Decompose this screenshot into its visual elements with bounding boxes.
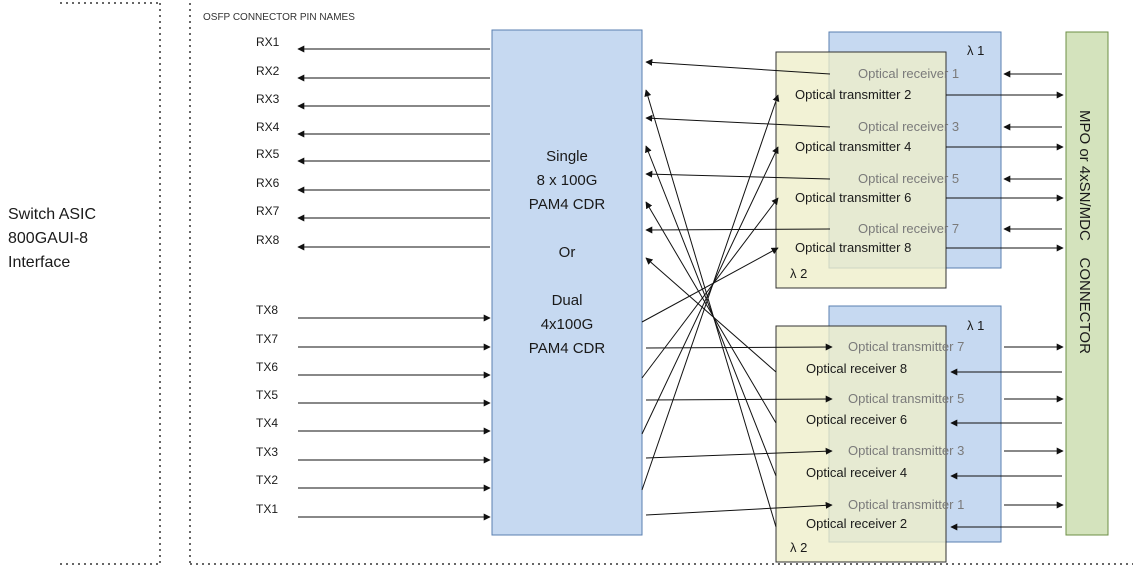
- cdr-box: [491, 29, 643, 536]
- upper-back-lambda: λ 1: [967, 43, 984, 58]
- cdr-text-line: PAM4 CDR: [529, 340, 606, 357]
- cdr-text-line: 4x100G: [541, 316, 594, 333]
- rx-pin-label: RX1: [256, 35, 280, 49]
- connector-box: [1065, 31, 1109, 536]
- lower-back-lambda: λ 1: [967, 318, 984, 333]
- cdr-rx-link: [645, 226, 831, 234]
- upper-receiver-label: Optical receiver 1: [858, 66, 959, 81]
- lower-transmitter-label: Optical transmitter 3: [848, 443, 964, 458]
- cdr-text-line: 8 x 100G: [537, 172, 598, 189]
- cdr-text-line: Single: [546, 148, 588, 165]
- tx-pin-label: TX6: [256, 360, 278, 374]
- cdr-tx-link: [645, 343, 833, 351]
- host-label-line-2: 800GAUI-8: [8, 230, 88, 247]
- cdr-tx-link: [641, 247, 779, 323]
- upper-transmitter-label: Optical transmitter 4: [795, 139, 911, 154]
- lower-receiver-label: Optical receiver 4: [806, 465, 907, 480]
- lower-receiver-label: Optical receiver 2: [806, 516, 907, 531]
- lower-receiver-label: Optical receiver 6: [806, 412, 907, 427]
- rx-pin-label: RX7: [256, 204, 280, 218]
- upper-transmitter-label: Optical transmitter 2: [795, 87, 911, 102]
- upper-module-front-box: [775, 51, 947, 289]
- lower-transmitter-label: Optical transmitter 1: [848, 497, 964, 512]
- tx-pin-label: TX5: [256, 388, 278, 402]
- lower-transmitter-label: Optical transmitter 7: [848, 339, 964, 354]
- cdr-text-line: Dual: [552, 292, 583, 309]
- host-label-line-1: Switch ASIC: [8, 206, 96, 223]
- cdr-tx-link: [641, 94, 780, 491]
- lower-front-lambda: λ 2: [790, 540, 807, 555]
- cdr-text-line: PAM4 CDR: [529, 196, 606, 213]
- upper-optics-group: Optical receiver 1 Optical receiver 3 Opti…: [795, 66, 1064, 255]
- cdr-tx-link: [645, 395, 833, 403]
- cdr-text-line: Or: [559, 244, 576, 261]
- upper-front-lambda: λ 2: [790, 266, 807, 281]
- tx-pin-label: TX1: [256, 502, 278, 516]
- rx-pin-label: RX4: [256, 120, 280, 134]
- cdr-tx-link: [641, 197, 779, 379]
- upper-receiver-label: Optical receiver 5: [858, 171, 959, 186]
- boundary-lines: [60, 2, 1133, 567]
- tx-pin-label: TX3: [256, 445, 278, 459]
- upper-receiver-label: Optical receiver 3: [858, 119, 959, 134]
- lower-receiver-label: Optical receiver 8: [806, 361, 907, 376]
- cdr-rx-link: [645, 170, 831, 180]
- tx-pin-label: TX2: [256, 473, 278, 487]
- rx-pin-label: RX5: [256, 147, 280, 161]
- upper-transmitter-label: Optical transmitter 6: [795, 190, 911, 205]
- rx-pin-label: RX3: [256, 92, 280, 106]
- cdr-rx-link: [645, 58, 831, 75]
- cdr-rx-link: [645, 114, 831, 128]
- cdr-tx-link: [645, 447, 833, 459]
- upper-transmitter-label: Optical transmitter 8: [795, 240, 911, 255]
- lower-module-front-box: [775, 325, 947, 563]
- cdr-rx-link: [645, 257, 777, 373]
- rx-pin-label: RX6: [256, 176, 280, 190]
- lower-optics-group: Optical transmitter 7 Optical transmitter…: [806, 339, 1064, 531]
- cdr-tx-link: [645, 501, 833, 516]
- tx-pin-label: TX7: [256, 332, 278, 346]
- rx-pin-label: RX8: [256, 233, 280, 247]
- connector-label: MPO or 4xSN/MDC CONNECTOR: [1076, 110, 1093, 354]
- section-title: OSFP CONNECTOR PIN NAMES: [203, 12, 355, 23]
- upper-receiver-label: Optical receiver 7: [858, 221, 959, 236]
- cdr-rx-link: [644, 89, 777, 528]
- cdr-rx-link: [645, 145, 777, 477]
- tx-pin-label: TX8: [256, 303, 278, 317]
- cdr-rx-link: [645, 201, 777, 424]
- cdr-to-optics-links: [641, 58, 833, 528]
- lower-transmitter-label: Optical transmitter 5: [848, 391, 964, 406]
- cdr-tx-link: [641, 146, 779, 435]
- tx-pin-label: TX4: [256, 416, 278, 430]
- rx-pin-label: RX2: [256, 64, 280, 78]
- host-label-line-3: Interface: [8, 254, 70, 271]
